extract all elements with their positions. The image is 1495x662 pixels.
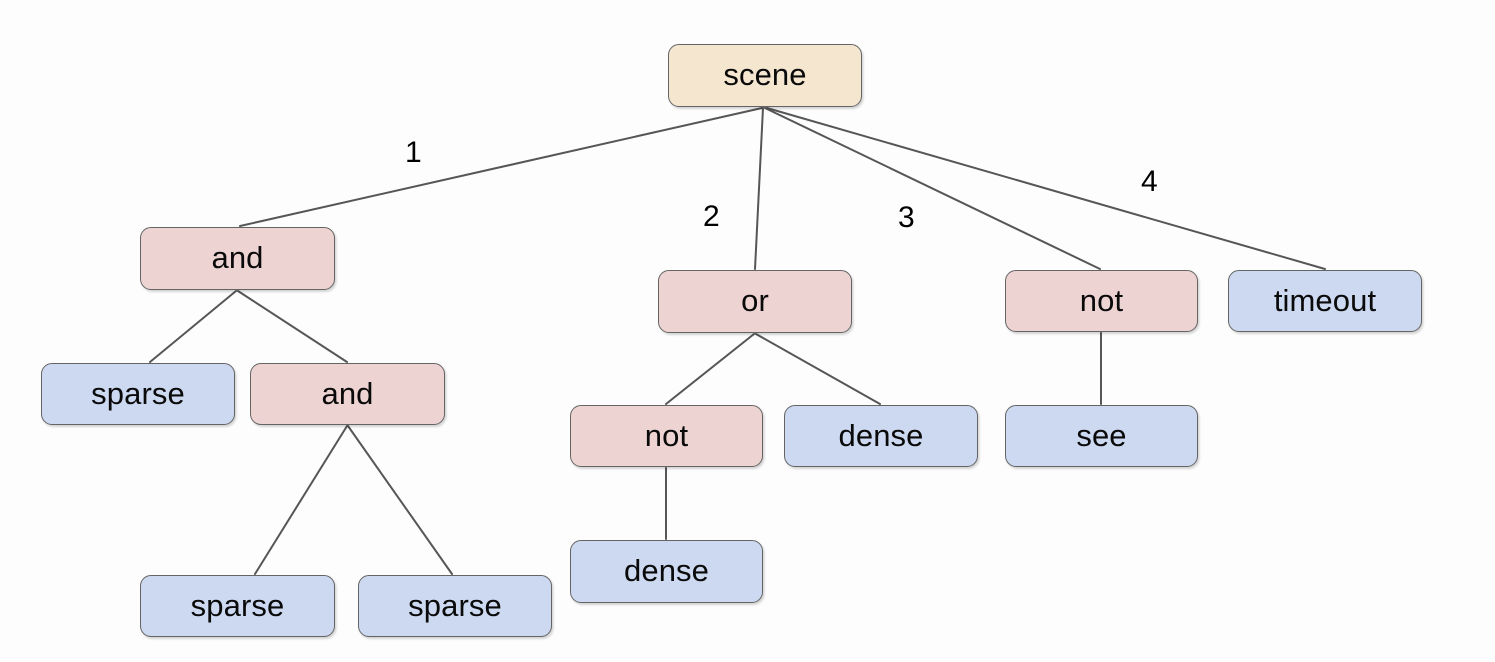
tree-node-label: see xyxy=(1076,417,1127,453)
tree-node-label: sparse xyxy=(91,375,185,411)
tree-node-label: sparse xyxy=(190,587,285,623)
tree-node-not[interactable]: not xyxy=(1005,270,1198,332)
tree-node-label: and xyxy=(321,375,374,411)
tree-node-and[interactable]: and xyxy=(250,363,445,425)
tree-node-dense[interactable]: dense xyxy=(570,540,763,603)
tree-node-timeout[interactable]: timeout xyxy=(1228,270,1422,332)
tree-edge xyxy=(766,107,1326,270)
tree-edge xyxy=(239,107,763,227)
tree-node-label: and xyxy=(211,240,264,275)
tree-node-and[interactable]: and xyxy=(140,227,335,290)
tree-edge xyxy=(665,333,755,405)
tree-edge xyxy=(149,290,237,363)
tree-node-sparse[interactable]: sparse xyxy=(358,575,552,637)
tree-node-sparse[interactable]: sparse xyxy=(140,575,335,637)
edge-order-label: 1 xyxy=(405,136,422,169)
tree-node-label: timeout xyxy=(1273,282,1377,318)
tree-node-see[interactable]: see xyxy=(1005,405,1198,467)
tree-node-dense[interactable]: dense xyxy=(784,405,978,467)
tree-node-label: not xyxy=(644,417,689,453)
edge-order-label: 2 xyxy=(703,200,720,233)
tree-node-label: dense xyxy=(838,417,924,453)
edge-order-label: 3 xyxy=(898,201,915,234)
tree-edge xyxy=(754,107,764,270)
tree-node-or[interactable]: or xyxy=(658,270,852,333)
tree-node-label: dense xyxy=(624,553,709,588)
tree-edge xyxy=(764,107,1101,270)
tree-edge xyxy=(755,333,881,405)
tree-node-label: scene xyxy=(723,57,807,92)
tree-edge xyxy=(347,425,453,575)
edge-order-label: 4 xyxy=(1141,165,1158,198)
tree-node-scene[interactable]: scene xyxy=(668,44,862,107)
tree-edge xyxy=(254,425,348,575)
tree-node-label: not xyxy=(1079,282,1124,318)
tree-node-not[interactable]: not xyxy=(570,405,763,467)
tree-node-label: or xyxy=(741,283,769,318)
tree-edge xyxy=(237,290,348,363)
tree-node-label: sparse xyxy=(408,587,502,623)
tree-node-sparse[interactable]: sparse xyxy=(41,363,235,425)
